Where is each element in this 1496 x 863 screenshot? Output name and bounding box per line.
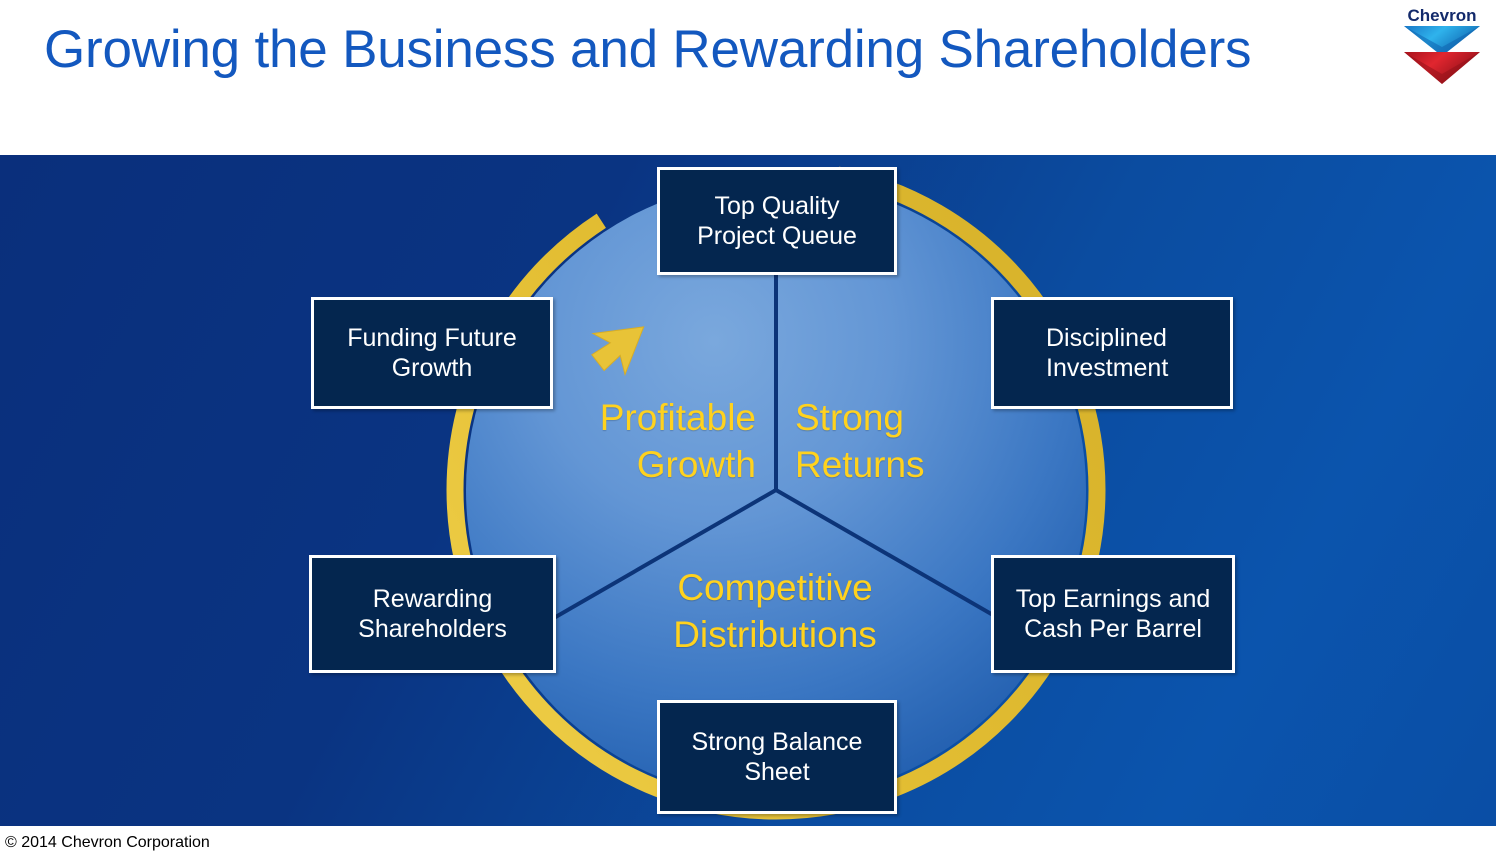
node-label: Rewarding Shareholders [358,584,507,644]
node-label: Disciplined Investment [1046,323,1169,383]
slide-body: Profitable Growth Strong Returns Competi… [0,155,1496,826]
slide-header: Growing the Business and Rewarding Share… [0,0,1496,155]
node-top-quality-project-queue[interactable]: Top Quality Project Queue [657,167,897,275]
wedge-label-competitive-distributions: Competitive Distributions [673,567,877,655]
node-disciplined-investment[interactable]: Disciplined Investment [991,297,1233,409]
node-top-earnings-cash-per-barrel[interactable]: Top Earnings and Cash Per Barrel [991,555,1235,673]
node-label: Top Earnings and Cash Per Barrel [1015,584,1211,644]
node-label: Top Quality Project Queue [697,191,857,251]
node-funding-future-growth[interactable]: Funding Future Growth [311,297,553,409]
wedge-label-profitable-growth: Profitable Growth [599,397,756,485]
node-strong-balance-sheet[interactable]: Strong Balance Sheet [657,700,897,814]
logo-red-chevron [1404,52,1480,84]
chevron-logo: Chevron [1396,2,1488,90]
node-label: Strong Balance Sheet [691,727,863,787]
cycle-arrowhead [591,326,645,377]
page-title: Growing the Business and Rewarding Share… [44,20,1252,79]
node-label: Funding Future Growth [347,323,517,383]
node-rewarding-shareholders[interactable]: Rewarding Shareholders [309,555,556,673]
copyright-notice: © 2014 Chevron Corporation [5,834,210,851]
wedge-label-strong-returns: Strong Returns [795,397,925,485]
logo-blue-chevron [1404,26,1480,56]
logo-wordmark: Chevron [1408,6,1477,25]
slide-footer: © 2014 Chevron Corporation [0,826,1496,863]
